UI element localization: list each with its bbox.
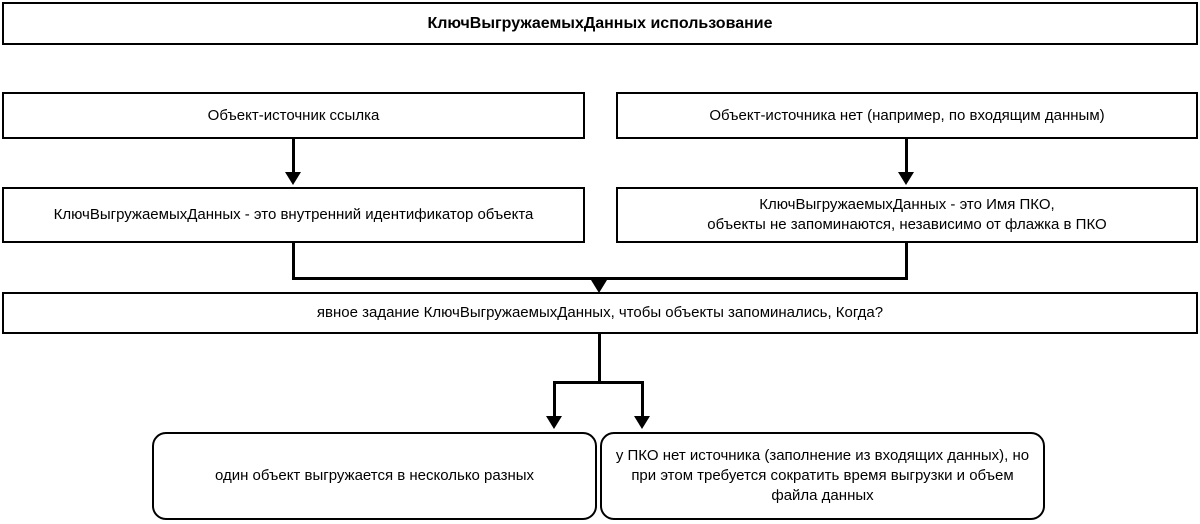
arrow-right-source-to-right-result-line [905,139,908,174]
node-left-source-text: Объект-источник ссылка [207,106,380,124]
split-center-drop [598,334,601,384]
merge-right-drop [905,243,908,280]
split-right-drop [641,381,644,419]
merge-arrow-head [591,280,607,293]
node-merge-question-text: явное задание КлючВыгружаемыхДанных, что… [316,304,884,322]
diagram-title-box: КлючВыгружаемыхДанных использование [2,2,1198,45]
node-left-source: Объект-источник ссылка [2,92,585,139]
node-left-result: КлючВыгружаемыхДанных - это внутренний и… [2,187,585,243]
split-horizontal-bar [553,381,644,384]
split-right-arrow-head [634,416,650,429]
node-right-source-text: Объект-источника нет (например, по входя… [709,106,1105,124]
node-right-result-text: КлючВыгружаемыхДанных - это Имя ПКО, объ… [707,196,1107,233]
arrow-right-source-to-right-result-head [898,172,914,185]
node-answer-right-text: у ПКО нет источника (заполнение из входя… [615,447,1030,504]
arrow-left-source-to-left-result-head [285,172,301,185]
node-right-source: Объект-источника нет (например, по входя… [616,92,1198,139]
arrow-left-source-to-left-result-line [292,139,295,174]
split-left-drop [553,381,556,419]
node-right-result: КлючВыгружаемыхДанных - это Имя ПКО, объ… [616,187,1198,243]
node-merge-question: явное задание КлючВыгружаемыхДанных, что… [2,292,1198,334]
node-answer-left-text: один объект выгружается в несколько разн… [214,467,535,485]
diagram-title-text: КлючВыгружаемыхДанных использование [427,14,773,32]
node-answer-left: один объект выгружается в несколько разн… [152,432,597,520]
split-left-arrow-head [546,416,562,429]
node-answer-right: у ПКО нет источника (заполнение из входя… [600,432,1045,520]
merge-left-drop [292,243,295,280]
node-left-result-text: КлючВыгружаемыхДанных - это внутренний и… [53,206,534,224]
